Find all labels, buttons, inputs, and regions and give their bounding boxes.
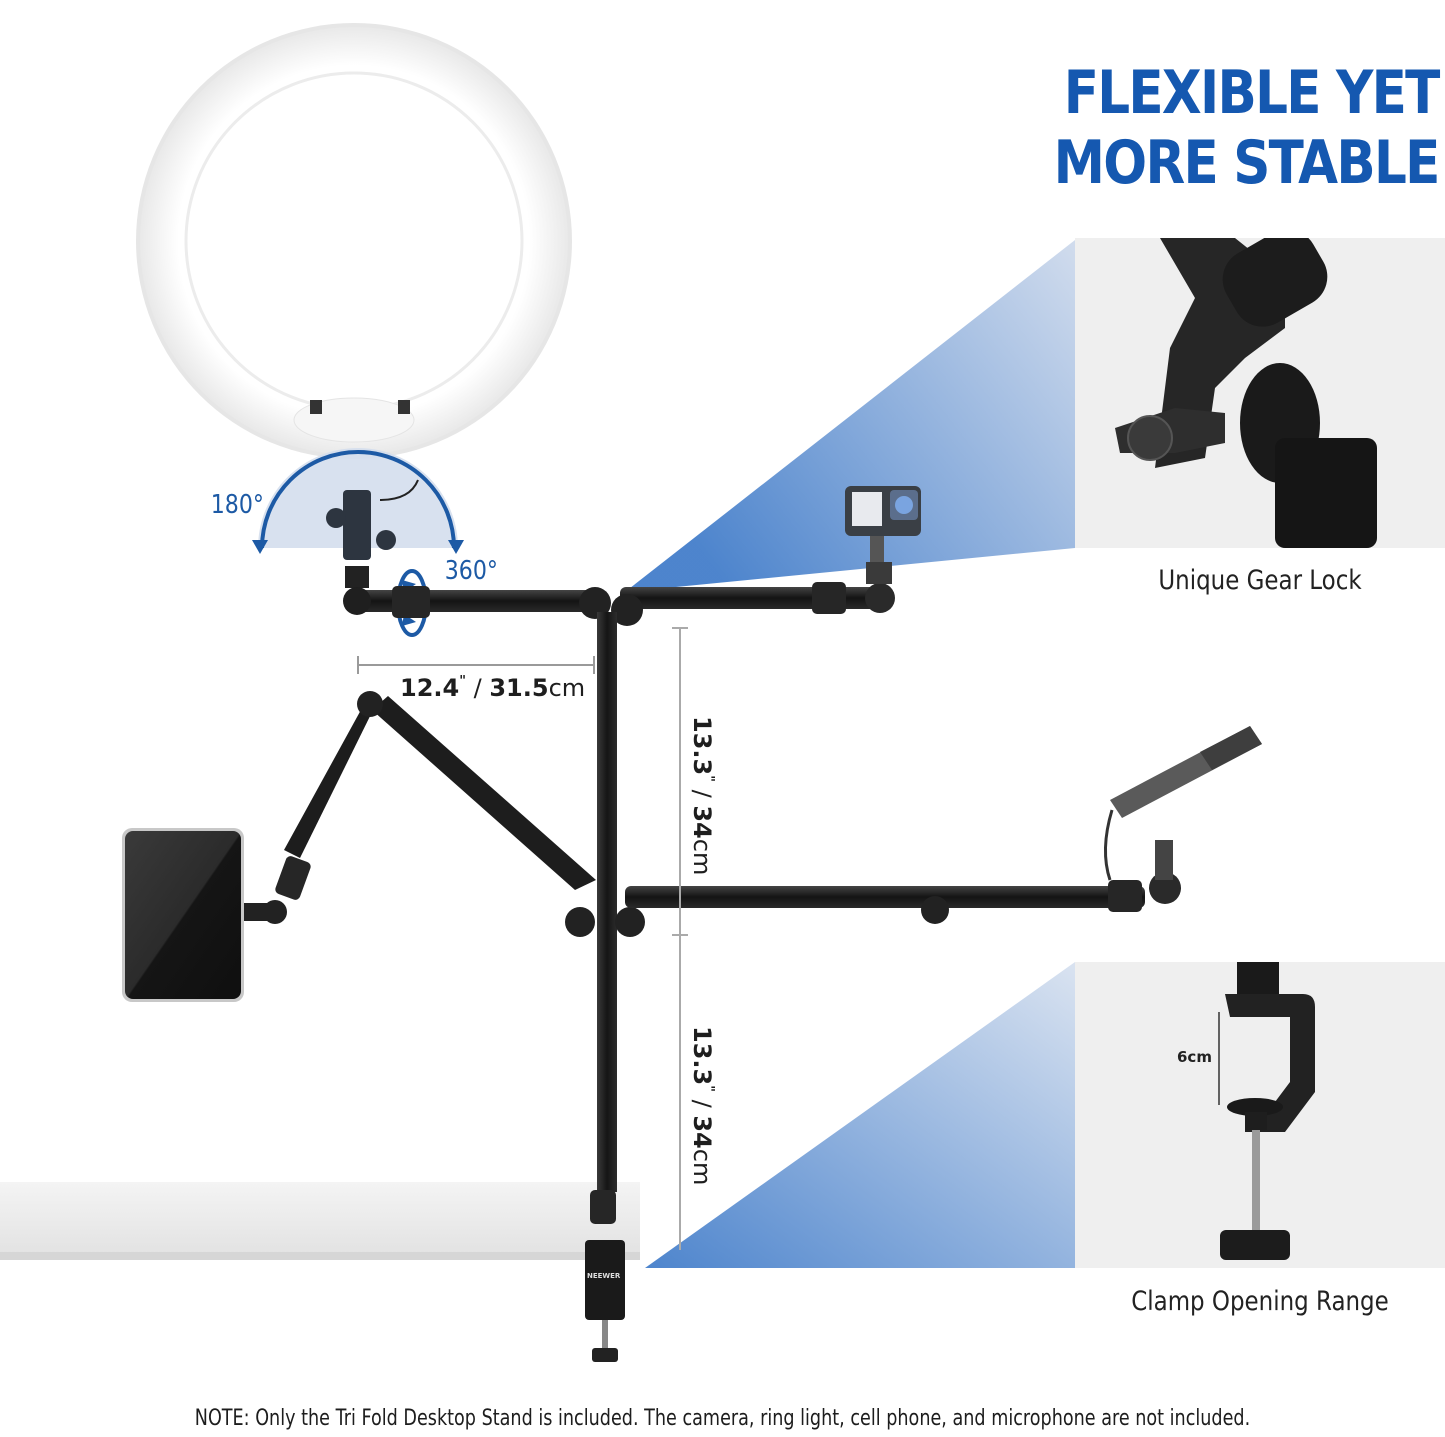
- unit: cm: [548, 674, 586, 702]
- separator: /: [466, 674, 490, 702]
- tilt-angle-label: 180°: [210, 490, 264, 520]
- separator: /: [688, 1092, 716, 1116]
- clamp-caption: Clamp Opening Range: [1131, 1286, 1389, 1317]
- clamp-image: [1218, 962, 1315, 1260]
- disclaimer-note: NOTE: Only the Tri Fold Desktop Stand is…: [194, 1406, 1251, 1431]
- clamp-opening-measurement: 6cm: [1177, 1048, 1212, 1066]
- upper-pole-dimension: 13.3" / 34cm: [688, 716, 716, 875]
- ring-light: [136, 23, 572, 459]
- inch-mark: ": [701, 775, 716, 782]
- beam-to-gear-lock: [625, 240, 1075, 592]
- inch-mark: ": [459, 674, 466, 689]
- unit: cm: [688, 838, 716, 876]
- arm-length-cm: 31.5: [489, 674, 549, 702]
- headline: FLEXIBLE YET MORE STABLE: [1054, 58, 1441, 198]
- microphone: [1103, 726, 1262, 881]
- phone: [122, 828, 244, 1002]
- lower-pole-inch: 13.3: [688, 1026, 716, 1086]
- upper-pole-cm: 34: [688, 805, 716, 839]
- desk-edge: [0, 1252, 640, 1260]
- separator: /: [688, 782, 716, 806]
- brand-label: NEEWER: [587, 1272, 621, 1280]
- headline-line-1: FLEXIBLE YET: [1064, 58, 1441, 128]
- beam-to-clamp: [645, 962, 1075, 1268]
- lower-pole-dimension: 13.3" / 34cm: [688, 1026, 716, 1185]
- inch-mark: ": [701, 1085, 716, 1092]
- desk-surface: [0, 1182, 640, 1257]
- arm-length-inch: 12.4: [400, 674, 460, 702]
- action-camera: [845, 486, 921, 584]
- gear-lock-image: [1115, 229, 1377, 548]
- gear-lock-caption: Unique Gear Lock: [1158, 565, 1362, 596]
- arm-length-dimension: 12.4" / 31.5cm: [400, 674, 585, 702]
- gear-lock-inset: [1075, 229, 1445, 548]
- unit: cm: [688, 1148, 716, 1186]
- lower-pole-cm: 34: [688, 1115, 716, 1149]
- headline-line-2: MORE STABLE: [1054, 128, 1441, 198]
- swivel-angle-label: 360°: [444, 556, 498, 586]
- upper-pole-inch: 13.3: [688, 716, 716, 776]
- clamp-inset: 6cm: [1075, 962, 1445, 1268]
